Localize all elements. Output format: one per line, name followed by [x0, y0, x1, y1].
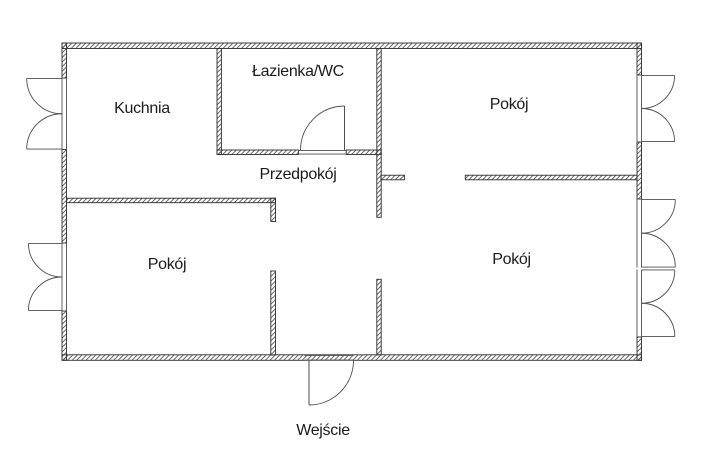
- wall-room-bl-right-lower: [270, 270, 276, 356]
- wall-hall-right-wall-lower: [376, 278, 382, 356]
- wall-outer-right-lower: [636, 336, 642, 361]
- room-label-hallway: Przedpokój: [259, 166, 337, 183]
- openings-layer: [26, 74, 676, 406]
- wall-bathroom-bottom-left: [216, 149, 299, 155]
- wall-bathroom-bottom-right: [345, 149, 382, 155]
- room-tr-window-top-arc: [641, 75, 675, 109]
- wall-outer-left-upper: [61, 42, 67, 79]
- kitchen-window-bottom-arc: [26, 113, 63, 150]
- wall-room-bl-top-wall: [66, 197, 276, 204]
- wall-room-tr-bottom-main: [464, 174, 638, 181]
- kitchen-window-top-arc: [26, 78, 63, 115]
- wall-room-bl-right-stub: [270, 197, 276, 222]
- walls-layer: [61, 42, 642, 361]
- wall-outer-right-middle: [636, 141, 642, 200]
- room-br-window-upper-top-arc: [641, 199, 676, 234]
- entrance-door-swing-arc: [308, 360, 354, 406]
- wall-outer-left-middle: [61, 149, 67, 244]
- room-label-top-right: Pokój: [489, 95, 529, 113]
- room-label-bathroom: Łazienka/WC: [252, 63, 344, 80]
- room-bl-window-bottom-arc: [28, 276, 63, 311]
- wall-hall-right-wall-upper: [376, 48, 382, 218]
- room-label-bottom-left: Pokój: [147, 256, 187, 273]
- wall-outer-left-lower: [61, 310, 67, 361]
- wall-room-tr-bottom-stub: [380, 174, 405, 181]
- room-br-window-lower-bottom-arc: [641, 302, 676, 337]
- room-label-bottom-right: Pokój: [492, 251, 531, 268]
- room-tr-window-bottom-arc: [641, 108, 675, 142]
- room-br-window-upper-bottom-arc: [641, 232, 676, 268]
- wall-outer-right-upper: [636, 42, 642, 76]
- entrance-label: Wejście: [296, 422, 350, 439]
- room-br-window-lower-top-arc: [641, 269, 676, 304]
- room-label-kitchen: Kuchnia: [114, 100, 170, 117]
- wall-kitchen-bathroom-wall: [216, 48, 222, 155]
- room-bl-window-top-arc: [28, 243, 63, 278]
- wall-outer-top: [61, 42, 642, 49]
- bathroom-door-swing-arc: [300, 105, 345, 151]
